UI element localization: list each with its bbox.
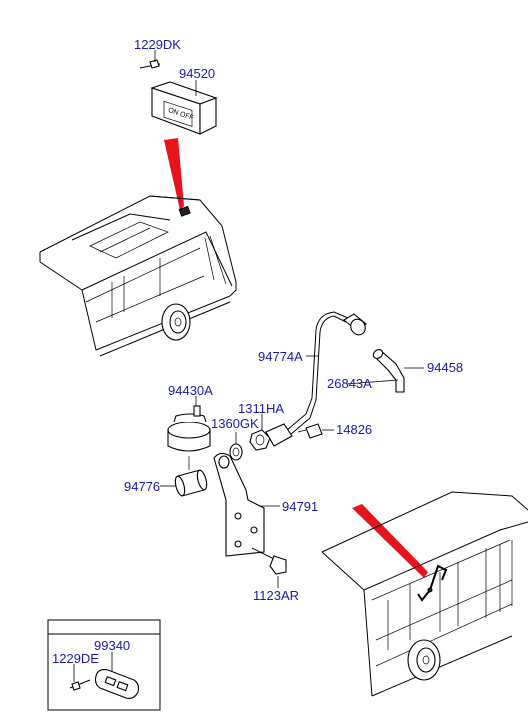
bolt-1123AR [251,547,287,588]
label-94774A: 94774A [258,349,303,364]
label-94791: 94791 [282,499,318,514]
bus-illustration-right [321,491,529,697]
label-94458: 94458 [427,360,463,375]
label-1311HA: 1311HA [238,401,284,416]
washer-1360GK [229,432,243,461]
bus-illustration-left [39,195,237,357]
label-14826: 14826 [336,422,372,437]
label-99340: 99340 [94,638,130,653]
nut-1311HA [249,414,293,451]
label-94776: 94776 [124,479,160,494]
label-1360GK: 1360GK [211,416,259,431]
screw-1229DK-icon [139,59,161,69]
switch-assembly-94520: ON OFF [139,50,218,135]
inset-99340 [47,619,161,711]
switch-plate-99340 [94,669,140,699]
clip-14826 [297,423,334,439]
cable-94774A [279,311,367,441]
screw-1229DE-icon [69,679,91,691]
bushing-94776 [160,469,208,497]
label-1123AR: 1123AR [253,588,299,603]
inset-frame [47,619,161,711]
sensor-94430A [167,396,211,470]
label-94520: 94520 [179,66,215,81]
leader-26843A [345,379,399,385]
label-1229DK: 1229DK [134,37,181,52]
elbow-connector-94458 [372,349,424,393]
bracket-94791 [213,452,280,557]
switch-side-face [199,97,217,135]
label-94430A: 94430A [168,383,213,398]
label-26843A: 26843A [327,376,372,391]
location-arrow-top [164,138,184,210]
label-1229DE: 1229DE [52,651,99,666]
location-arrow-bottom [352,504,428,578]
